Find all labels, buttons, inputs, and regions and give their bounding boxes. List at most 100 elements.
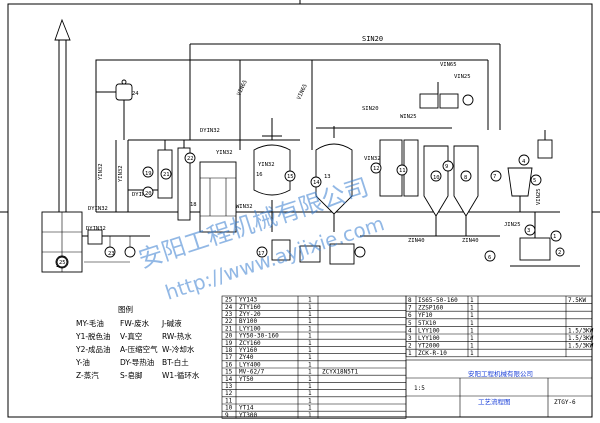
pipe-sin20-top: [95, 59, 420, 92]
equip-no-13: 13: [324, 174, 331, 180]
legend-item: J-碱液: [161, 318, 182, 328]
equip-circle: [396, 164, 408, 176]
bom-row-spec: ZY40: [239, 354, 254, 361]
bom-row-no: 20: [225, 333, 233, 340]
bom-r-no: 3: [408, 335, 412, 342]
label-win25: WIN25: [400, 114, 417, 120]
label-zin40-b: ZIN40: [462, 238, 479, 244]
label-vin25: VIN25: [454, 74, 471, 80]
bom-row-spec: LYY100: [239, 325, 261, 332]
equip-no: 9: [445, 164, 448, 170]
legend-item: S-皂脚: [120, 370, 142, 380]
bom-r-no: 8: [408, 297, 412, 304]
legend-item: V-真空: [120, 331, 142, 341]
separator-vessel: [108, 79, 133, 140]
label-zin40-a: ZIN40: [408, 238, 425, 244]
bom-row-qty: 1: [308, 340, 312, 347]
equip-no-23: 23: [108, 251, 115, 257]
equip-no-17: 17: [258, 251, 265, 257]
bom-r-qty: 1: [470, 335, 474, 342]
equip-circle: [490, 170, 502, 182]
equip-circle: [442, 160, 454, 172]
bom-row-qty: 1: [308, 333, 312, 340]
pump-row: [256, 239, 366, 265]
bom-r-no: 4: [408, 327, 412, 334]
drawing-number: ZTGY-6: [554, 399, 576, 406]
equip-no-19: 19: [145, 171, 152, 177]
bom-row-no: 22: [225, 318, 233, 325]
label-dyin32-mid: DYIN32: [132, 192, 152, 198]
bom-row-qty: 1: [308, 311, 312, 318]
bom-row-qty: 1: [308, 354, 312, 361]
bom-row-no: 19: [225, 340, 233, 347]
legend-item: W-冷却水: [162, 344, 195, 354]
equip-circle: [184, 152, 196, 164]
equip-circle-2: [555, 247, 565, 257]
equip-circle-19: [142, 166, 154, 178]
bom-row-no: 13: [225, 383, 233, 390]
equip-no: 21: [163, 172, 170, 178]
equip-no: 1: [553, 234, 556, 240]
title-block: 安阳工程机械有限公司 工艺流程图 ZTGY-6 1:5: [405, 359, 593, 418]
bom-row-no: 21: [225, 325, 233, 332]
bom-row-spec: ZYY-20: [239, 311, 261, 318]
equip-circle: [524, 224, 536, 236]
equip-no-18: 18: [190, 202, 197, 208]
bom-r-kw: 1.5/3KW: [568, 327, 594, 334]
bom-r-kw: 7.5KW: [568, 297, 586, 304]
equip-no: 12: [373, 166, 380, 172]
label-dyin32-top: DYIN32: [200, 128, 220, 134]
equip-circle-10: [430, 170, 442, 182]
bom-r-spec: YF10: [418, 312, 433, 319]
label-yin32-left: YIN32: [98, 163, 104, 180]
equip-circle: [370, 162, 382, 174]
bom-r-spec: 5TX10: [418, 320, 436, 327]
equip-circle-4: [518, 154, 530, 166]
label-yin32-mid: YIN32: [216, 150, 233, 156]
drawing-title: 工艺流程图: [478, 397, 511, 406]
equip-no-10: 10: [433, 175, 440, 181]
bom-r-spec: IS65-50-160: [418, 297, 458, 304]
bom-r-qty: 1: [470, 327, 474, 334]
bom-row-no: 15: [225, 369, 233, 376]
bom-row-no: 12: [225, 390, 233, 397]
bom-row-spec: YY143: [239, 297, 257, 304]
legend-item: W1-循环水: [162, 370, 200, 380]
bom-r-qty: 1: [470, 320, 474, 327]
bom-r-spec: LYY100: [418, 327, 440, 334]
bom-row-spec: LYY400: [239, 361, 261, 368]
bom-r-spec: LYY100: [418, 335, 440, 342]
bom-r-spec: ZZSP160: [418, 305, 444, 312]
bom-row-spec: YY50-30-160: [239, 333, 279, 340]
bom-row-spec: YY160: [239, 347, 257, 354]
bom-r-qty: 1: [470, 297, 474, 304]
heat-exchanger: [199, 161, 237, 233]
label-win32: WIN32: [236, 204, 253, 210]
bom-row-spec: YT300: [239, 412, 257, 419]
equip-circle-6: [484, 250, 496, 262]
bom-r-no: 1: [408, 350, 412, 357]
bom-row-no: 24: [225, 304, 233, 311]
label-jin25: JIN25: [504, 222, 521, 228]
bom-row-qty: 1: [308, 297, 312, 304]
bom-row-spec: MV-62/7: [239, 369, 265, 376]
bom-row-qty: 1: [308, 347, 312, 354]
equip-no-8: 8: [464, 175, 467, 181]
bom-row-qty: 1: [308, 405, 312, 412]
bom-row-spec: ZTY160: [239, 304, 261, 311]
vacuum-tanks: [419, 82, 474, 109]
bom-r-qty: 1: [470, 350, 474, 357]
bom-row-no: 23: [225, 311, 233, 318]
equip-circle: [550, 230, 562, 242]
hot-well-tank: [519, 212, 551, 261]
equip-no-6: 6: [488, 255, 491, 261]
equip-circle: [284, 170, 296, 182]
bom-r-spec: YT2000: [418, 343, 440, 350]
bom-r-kw: 1.5/3KW: [568, 343, 594, 350]
equip-no-2: 2: [558, 250, 561, 256]
